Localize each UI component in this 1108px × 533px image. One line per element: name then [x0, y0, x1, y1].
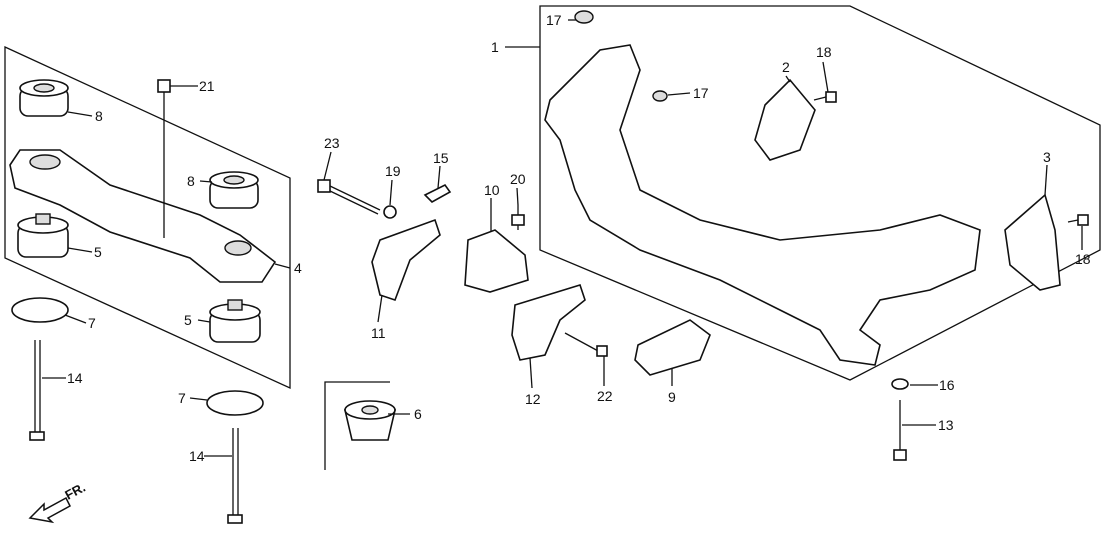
clip-15: [423, 183, 452, 203]
callout-14: 14: [189, 448, 205, 464]
mount-10: [464, 229, 529, 293]
front-direction-arrow-icon: [28, 496, 71, 524]
callout-8: 8: [95, 108, 103, 124]
washer-19: [383, 205, 397, 219]
plug-17: [652, 90, 668, 102]
callout-1: 1: [491, 39, 499, 55]
callout-23: 23: [324, 135, 340, 151]
callout-17: 17: [546, 12, 562, 28]
beam-hole: [224, 240, 252, 256]
callout-5: 5: [184, 312, 192, 328]
callout-13: 13: [938, 417, 954, 433]
bushing-6: [343, 400, 397, 441]
bracket-12: [511, 284, 586, 361]
callout-9: 9: [668, 389, 676, 405]
callout-4: 4: [294, 260, 302, 276]
bolt-22: [564, 332, 608, 357]
bolt-21: [157, 79, 171, 238]
bracket-2: [754, 78, 816, 161]
callout-22: 22: [597, 388, 613, 404]
bracket-11: [371, 218, 441, 302]
callout-21: 21: [199, 78, 215, 94]
mount-5: [17, 213, 69, 258]
callout-20: 20: [510, 171, 526, 187]
bolt-13: [893, 400, 907, 461]
bushing-8: [19, 79, 69, 117]
bolt-18: [813, 91, 837, 103]
bolt-14: [227, 428, 243, 524]
callout-16: 16: [939, 377, 955, 393]
plug-17: [574, 10, 594, 24]
callout-7: 7: [178, 390, 186, 406]
callout-19: 19: [385, 163, 401, 179]
bolt-18: [1067, 214, 1089, 226]
bushing-8: [209, 171, 259, 209]
callout-15: 15: [433, 150, 449, 166]
callout-18: 18: [1075, 251, 1091, 267]
bolt-20: [511, 205, 525, 230]
callout-2: 2: [782, 59, 790, 75]
bracket-3: [1004, 193, 1061, 291]
callout-12: 12: [525, 391, 541, 407]
callout-7: 7: [88, 315, 96, 331]
mount-5: [209, 299, 261, 343]
callout-10: 10: [484, 182, 500, 198]
rear-beam: [9, 149, 277, 283]
beam-hole: [29, 154, 61, 170]
bolt-14: [29, 340, 45, 441]
crossmember-group-outline: [539, 5, 1101, 381]
callout-14: 14: [67, 370, 83, 386]
callout-5: 5: [94, 244, 102, 260]
callout-6: 6: [414, 406, 422, 422]
mount-9: [634, 319, 711, 376]
callout-11: 11: [371, 325, 386, 341]
leader-lines: [42, 19, 1083, 457]
washer-7: [11, 297, 69, 323]
callout-17: 17: [693, 85, 709, 101]
callout-3: 3: [1043, 149, 1051, 165]
callout-8: 8: [187, 173, 195, 189]
washer-7: [206, 390, 264, 416]
callout-18: 18: [816, 44, 832, 60]
front-crossmember: [544, 44, 981, 366]
beam-group-outline: [4, 45, 291, 390]
bolt-23: [317, 179, 381, 215]
washer-16: [891, 378, 909, 390]
bushing-box-outline: [324, 381, 390, 470]
